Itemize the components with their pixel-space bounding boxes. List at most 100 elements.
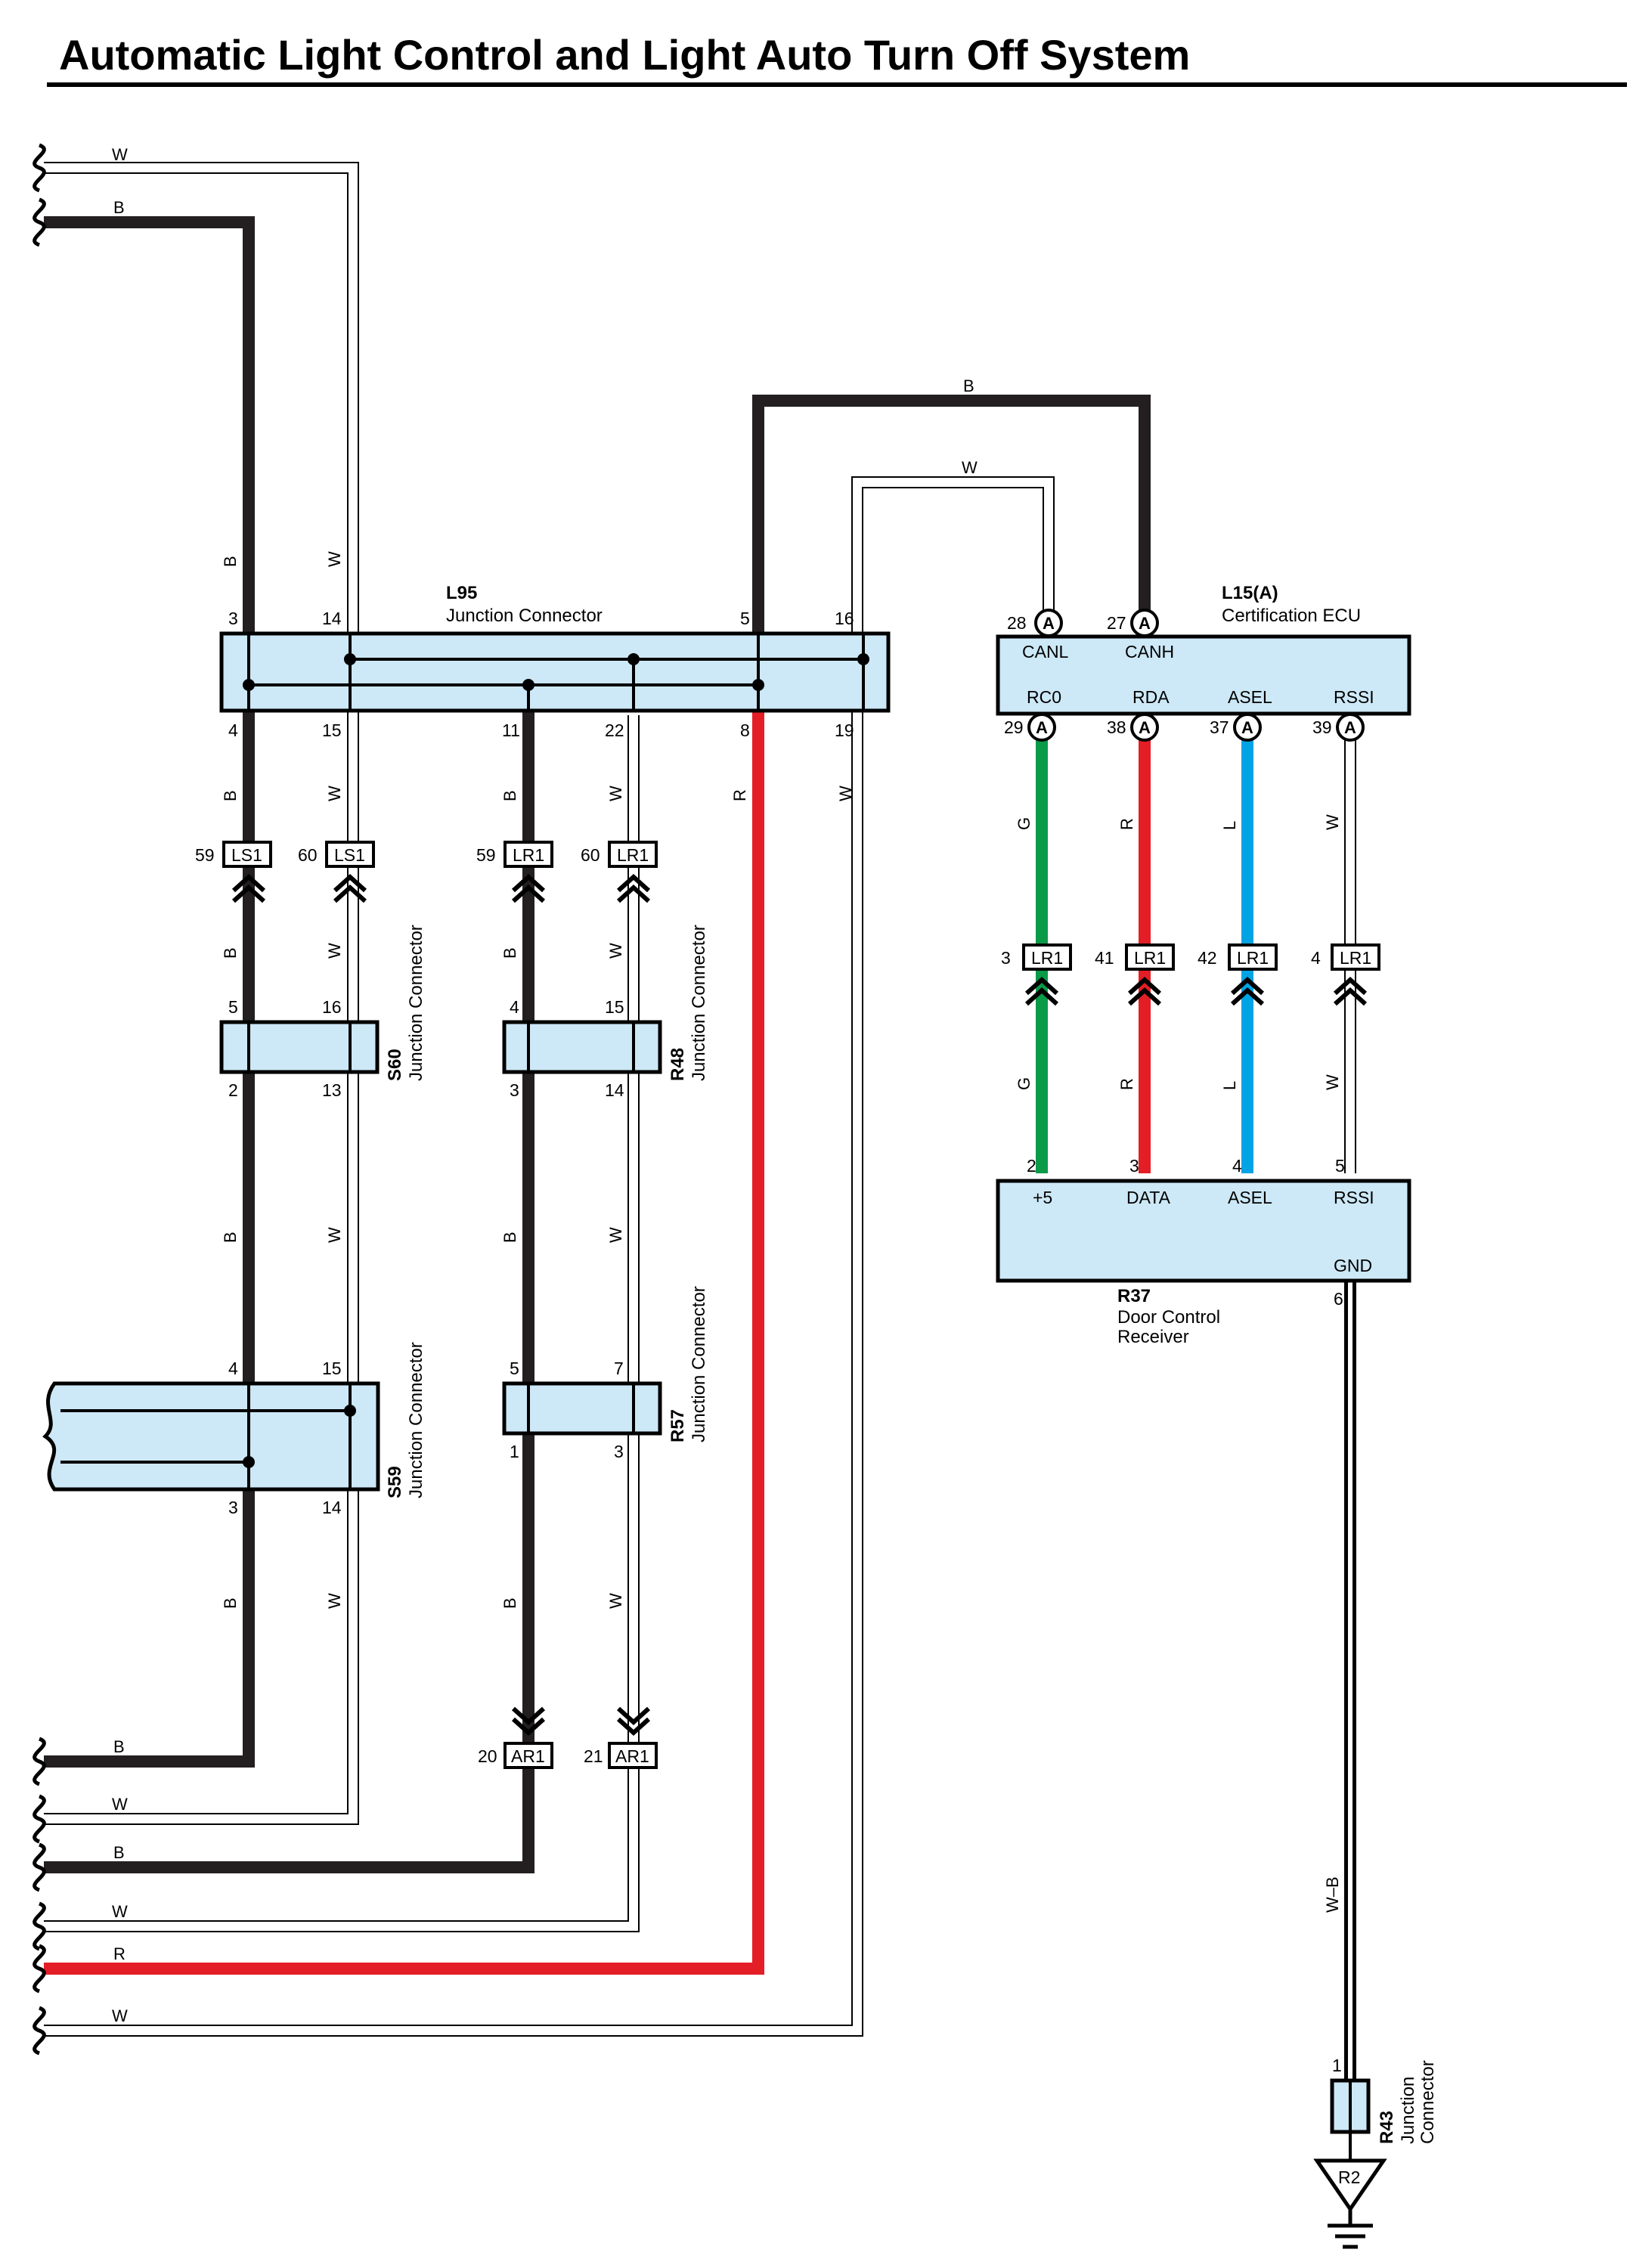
ls1-60-pin: 60: [298, 845, 318, 865]
l95-pin-4: 4: [228, 720, 238, 740]
ls1-59-pin: 59: [195, 845, 215, 865]
wl-v-w-12: W: [1323, 1074, 1342, 1090]
s60-pin-16: 16: [322, 997, 342, 1017]
ground-triangle: [1313, 2158, 1387, 2213]
wl-bot-b1: B: [113, 1737, 125, 1756]
ground-icon: [1328, 2209, 1373, 2249]
wl-bot-w1: W: [112, 1795, 128, 1814]
ls1-59-label: LS1: [231, 845, 262, 865]
l95-pin-5: 5: [740, 609, 750, 628]
s60-box: [219, 1020, 380, 1074]
s59-pin-3: 3: [228, 1498, 238, 1517]
l15-sig-canh: CANH: [1125, 642, 1174, 662]
wl-v-w-1: W: [325, 551, 344, 567]
l95-pin-8: 8: [740, 720, 750, 740]
s59-pin-4: 4: [228, 1359, 238, 1378]
l15-pin-39: 39: [1312, 717, 1332, 737]
l15-sig-rssi: RSSI: [1334, 687, 1374, 707]
ar1-20-pin: 20: [478, 1746, 497, 1766]
l15-pin-28: 28: [1007, 613, 1027, 633]
l95-pin-19: 19: [835, 720, 854, 740]
l15-box: [996, 634, 1411, 716]
ar1-21-pin: 21: [584, 1746, 603, 1766]
lr1-41-label: LR1: [1134, 948, 1166, 968]
r48-pin-3: 3: [510, 1080, 519, 1100]
ls1-60-label: LS1: [334, 845, 365, 865]
r57-name: Junction Connector: [689, 1286, 709, 1442]
wl-v-b-8: B: [221, 1597, 240, 1609]
wl-v-b-3: B: [500, 790, 519, 801]
s60-name: Junction Connector: [406, 925, 426, 1081]
l15-name: Certification ECU: [1222, 606, 1361, 626]
l95-id: L95: [446, 583, 477, 603]
l95-pin-11: 11: [502, 720, 520, 740]
r37-pin-3: 3: [1129, 1156, 1139, 1176]
wire-w-canl: [44, 476, 1055, 2037]
wl-v-b-1: B: [221, 556, 240, 567]
connector-row-upper: [222, 841, 658, 901]
l15-pin-29: 29: [1004, 717, 1024, 737]
wl-v-b-2: B: [221, 790, 240, 801]
wl-bot-w3: W: [112, 2006, 128, 2025]
r57-pin-1: 1: [510, 1442, 519, 1461]
wl-v-w-5: W: [325, 943, 344, 959]
wl-v-r-1: R: [730, 789, 749, 801]
s60-pin-2: 2: [228, 1080, 238, 1100]
wire-r-main: [44, 711, 764, 1975]
connector-row-ar1: [504, 1709, 658, 1769]
wire-b-lr1-59: [44, 711, 534, 1873]
wl-v-l-1: L: [1220, 821, 1239, 830]
r57-pin-5: 5: [510, 1359, 519, 1378]
wl-bot-r: R: [113, 1944, 125, 1963]
wl-v-w-9: W: [325, 1593, 344, 1609]
wire-w-lr1-60-inner: [44, 715, 638, 1931]
wl-top-b: B: [113, 198, 125, 217]
r57-id: R57: [668, 1409, 688, 1442]
l15-sig-rda: RDA: [1132, 687, 1170, 707]
wl-v-b-5: B: [500, 947, 519, 959]
conn-a-28: A: [1043, 614, 1055, 633]
wire-break-marks: [35, 145, 45, 2053]
ground-id: R2: [1338, 2167, 1360, 2187]
wl-v-b-4: B: [221, 947, 240, 959]
wl-bot-w2: W: [112, 1902, 128, 1921]
r37-name-2: Receiver: [1117, 1327, 1189, 1347]
wl-bot-b2: B: [113, 1843, 125, 1862]
wire-w-top: [44, 162, 359, 1825]
wl-v-w-6: W: [606, 943, 625, 959]
wl-v-b-6: B: [221, 1232, 240, 1243]
r37-sig-rssi: RSSI: [1334, 1188, 1374, 1207]
wl-v-w-3: W: [606, 785, 625, 801]
connector-row-right: [1022, 943, 1380, 1004]
wl-v-w-8: W: [606, 1227, 625, 1243]
r37-pin-5: 5: [1335, 1156, 1345, 1176]
r48-pin-15: 15: [605, 997, 624, 1017]
wl-v-b-9: B: [500, 1597, 519, 1609]
ar1-20-label: AR1: [511, 1746, 545, 1766]
connector-a-circles: [1027, 609, 1365, 742]
r37-sig-gnd: GND: [1334, 1256, 1372, 1275]
r37-id: R37: [1117, 1286, 1151, 1306]
wl-v-g-1: G: [1015, 817, 1033, 830]
l95-pin-22: 22: [605, 720, 624, 740]
wl-v-g-2: G: [1015, 1077, 1033, 1090]
wl-v-wb: W–B: [1323, 1876, 1342, 1913]
ar1-21-label: AR1: [615, 1746, 649, 1766]
r37-sig-asel: ASEL: [1228, 1188, 1272, 1207]
lr1-42-pin: 42: [1198, 948, 1217, 968]
s60-pin-5: 5: [228, 997, 238, 1017]
lr1-60-label: LR1: [617, 845, 649, 865]
wire-w-top-inner: [44, 163, 358, 1823]
lr1-41-pin: 41: [1095, 948, 1114, 968]
s59-name: Junction Connector: [406, 1342, 426, 1498]
wl-v-w-7: W: [325, 1227, 344, 1243]
conn-a-39: A: [1344, 718, 1356, 737]
r48-pin-14: 14: [605, 1080, 624, 1100]
l15-sig-canl: CANL: [1022, 642, 1069, 662]
l15-pin-38: 38: [1107, 717, 1126, 737]
l95-box: [219, 631, 891, 713]
r48-pin-4: 4: [510, 997, 519, 1017]
s59-pin-14: 14: [322, 1498, 342, 1517]
s59-pin-15: 15: [322, 1359, 342, 1378]
l15-sig-rc0: RC0: [1027, 687, 1061, 707]
